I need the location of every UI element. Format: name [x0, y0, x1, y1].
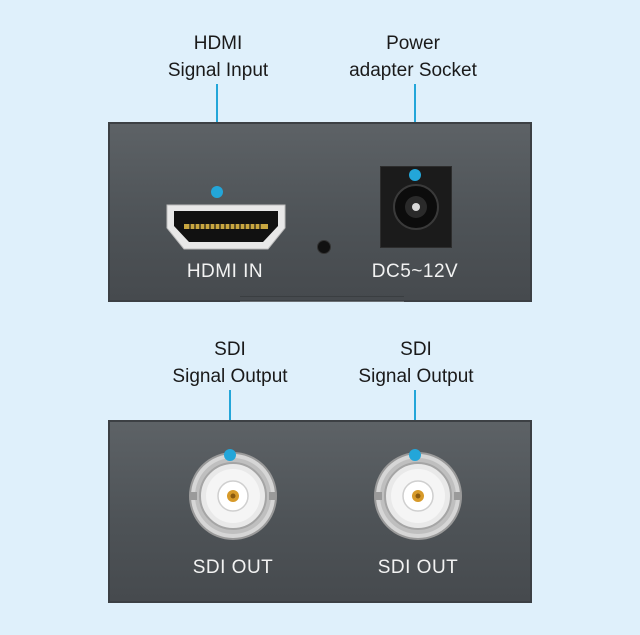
- sdi-left-leader-dot: [224, 449, 236, 461]
- sdi-right-callout: SDI Signal Output: [336, 336, 496, 390]
- hdmi-input-callout: HDMI Signal Input: [143, 30, 293, 84]
- sdi-right-callout-line1: SDI: [400, 339, 432, 360]
- sdi-left-callout-line2: Signal Output: [172, 366, 288, 387]
- sdi-left-callout: SDI Signal Output: [150, 336, 310, 390]
- indicator-hole: [317, 240, 331, 254]
- power-callout-line2: adapter Socket: [349, 60, 477, 81]
- hdmi-port: [166, 204, 286, 250]
- hdmi-in-label: HDMI IN: [186, 261, 264, 282]
- panel-seam: [240, 296, 404, 302]
- sdi-right-leader-dot: [409, 449, 421, 461]
- power-callout-line1: Power: [386, 33, 440, 54]
- power-leader-dot: [409, 169, 421, 181]
- power-callout: Power adapter Socket: [333, 30, 493, 84]
- hdmi-leader-dot: [211, 186, 223, 198]
- hdmi-callout-line1: HDMI: [193, 33, 243, 54]
- dc-socket-hole: [393, 184, 439, 230]
- sdi-right-callout-line2: Signal Output: [358, 366, 474, 387]
- bottom-device-panel: SDI OUT SDI OUT: [108, 420, 532, 603]
- dc-voltage-label: DC5~12V: [371, 261, 459, 282]
- sdi-out-right-label: SDI OUT: [377, 557, 459, 578]
- sdi-out-left-label: SDI OUT: [192, 557, 274, 578]
- sdi-left-callout-line1: SDI: [214, 339, 246, 360]
- dc-power-socket: [380, 166, 452, 248]
- sdi-bnc-connector-left: [189, 452, 277, 540]
- sdi-bnc-connector-right: [374, 452, 462, 540]
- top-device-panel: HDMI IN DC5~12V: [108, 122, 532, 302]
- hdmi-callout-line2: Signal Input: [167, 60, 269, 81]
